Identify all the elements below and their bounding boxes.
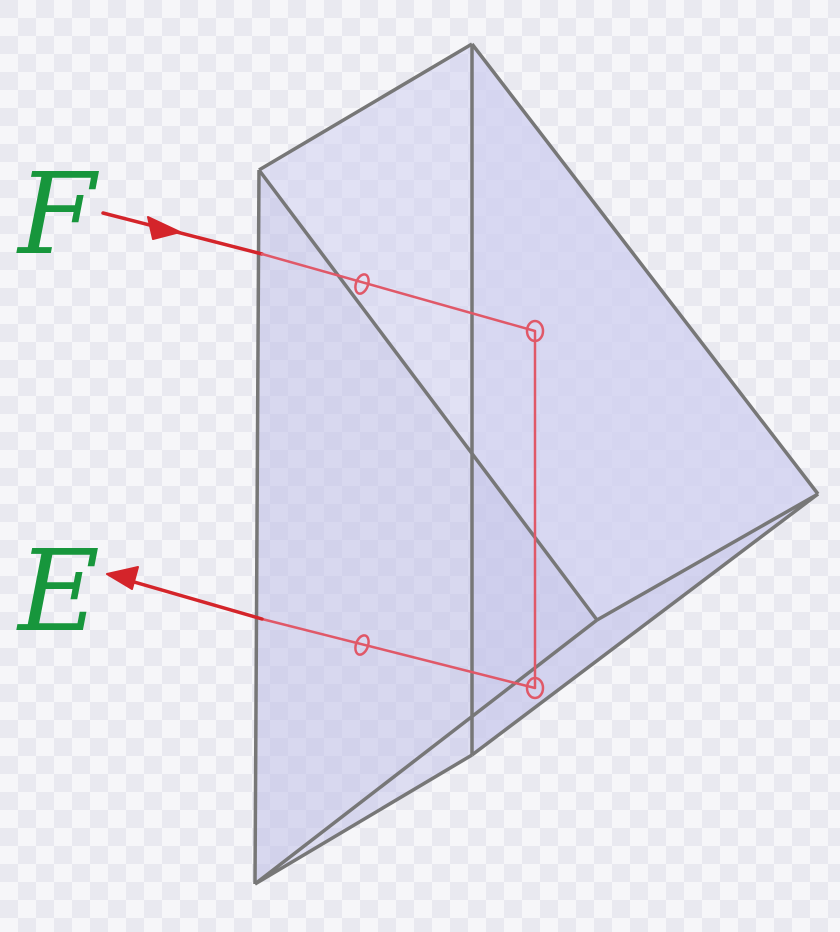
edge-front-right [596, 492, 819, 622]
ray-inside-prism [260, 252, 537, 690]
label-outgoing: E [16, 527, 100, 657]
light-ray [101, 211, 545, 700]
ray-incoming [101, 211, 264, 256]
edge-diagonal-front [257, 168, 599, 622]
edge-bottom-front [253, 618, 599, 886]
label-incoming: F [16, 150, 99, 280]
prism-edges [253, 42, 820, 886]
arrow-right-icon [147, 216, 181, 240]
ray-outgoing [108, 573, 264, 621]
interface-marker-exit [354, 634, 370, 656]
edge-top-apex [258, 42, 473, 172]
prism-face-top [259, 44, 818, 620]
interface-marker-entry [354, 273, 370, 295]
edge-left-vertical [253, 169, 261, 885]
interface-marker-bottom-reflection [525, 676, 545, 700]
interface-marker-top-reflection [525, 319, 545, 343]
edge-bottom-right [470, 492, 820, 757]
prism-face-left [255, 170, 597, 884]
edge-right-upper [470, 42, 820, 496]
prism-face-bottom [255, 494, 818, 884]
arrow-left-icon [106, 566, 139, 590]
prism [253, 42, 820, 886]
edge-bottom-left [254, 753, 473, 886]
